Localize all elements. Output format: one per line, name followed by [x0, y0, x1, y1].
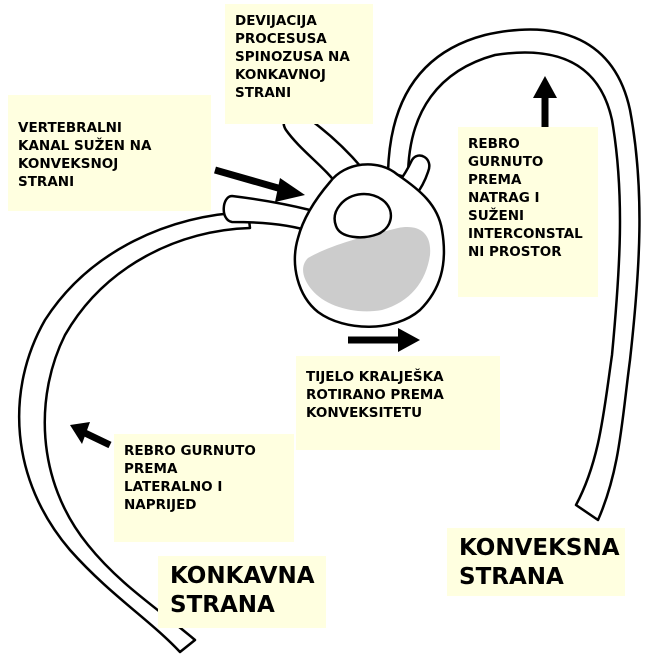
label-rebro-lateralno: REBRO GURNUTO PREMA LATERALNO I NAPRIJED: [114, 434, 294, 542]
label-konkavna-strana: KONKAVNA STRANA: [158, 556, 326, 628]
label-devijacija: DEVIJACIJA PROCESUSA SPINOZUSA NA KONKAV…: [225, 4, 373, 124]
arrow-lateral-rib: [70, 422, 110, 445]
vertebral-canal: [335, 194, 391, 237]
arrow-up-rib: [533, 76, 557, 128]
arrow-body-rotation: [348, 328, 420, 352]
label-konveksna-strana: KONVEKSNA STRANA: [447, 528, 625, 596]
label-tijelo-kraljeska: TIJELO KRALJEŠKA ROTIRANO PREMA KONVEKSI…: [296, 356, 500, 450]
label-rebro-natrag: REBRO GURNUTO PREMA NATRAG I SUŽENI INTE…: [458, 127, 598, 297]
label-vertebralni-kanal: VERTEBRALNI KANAL SUŽEN NA KONVEKSNOJ ST…: [8, 95, 211, 211]
